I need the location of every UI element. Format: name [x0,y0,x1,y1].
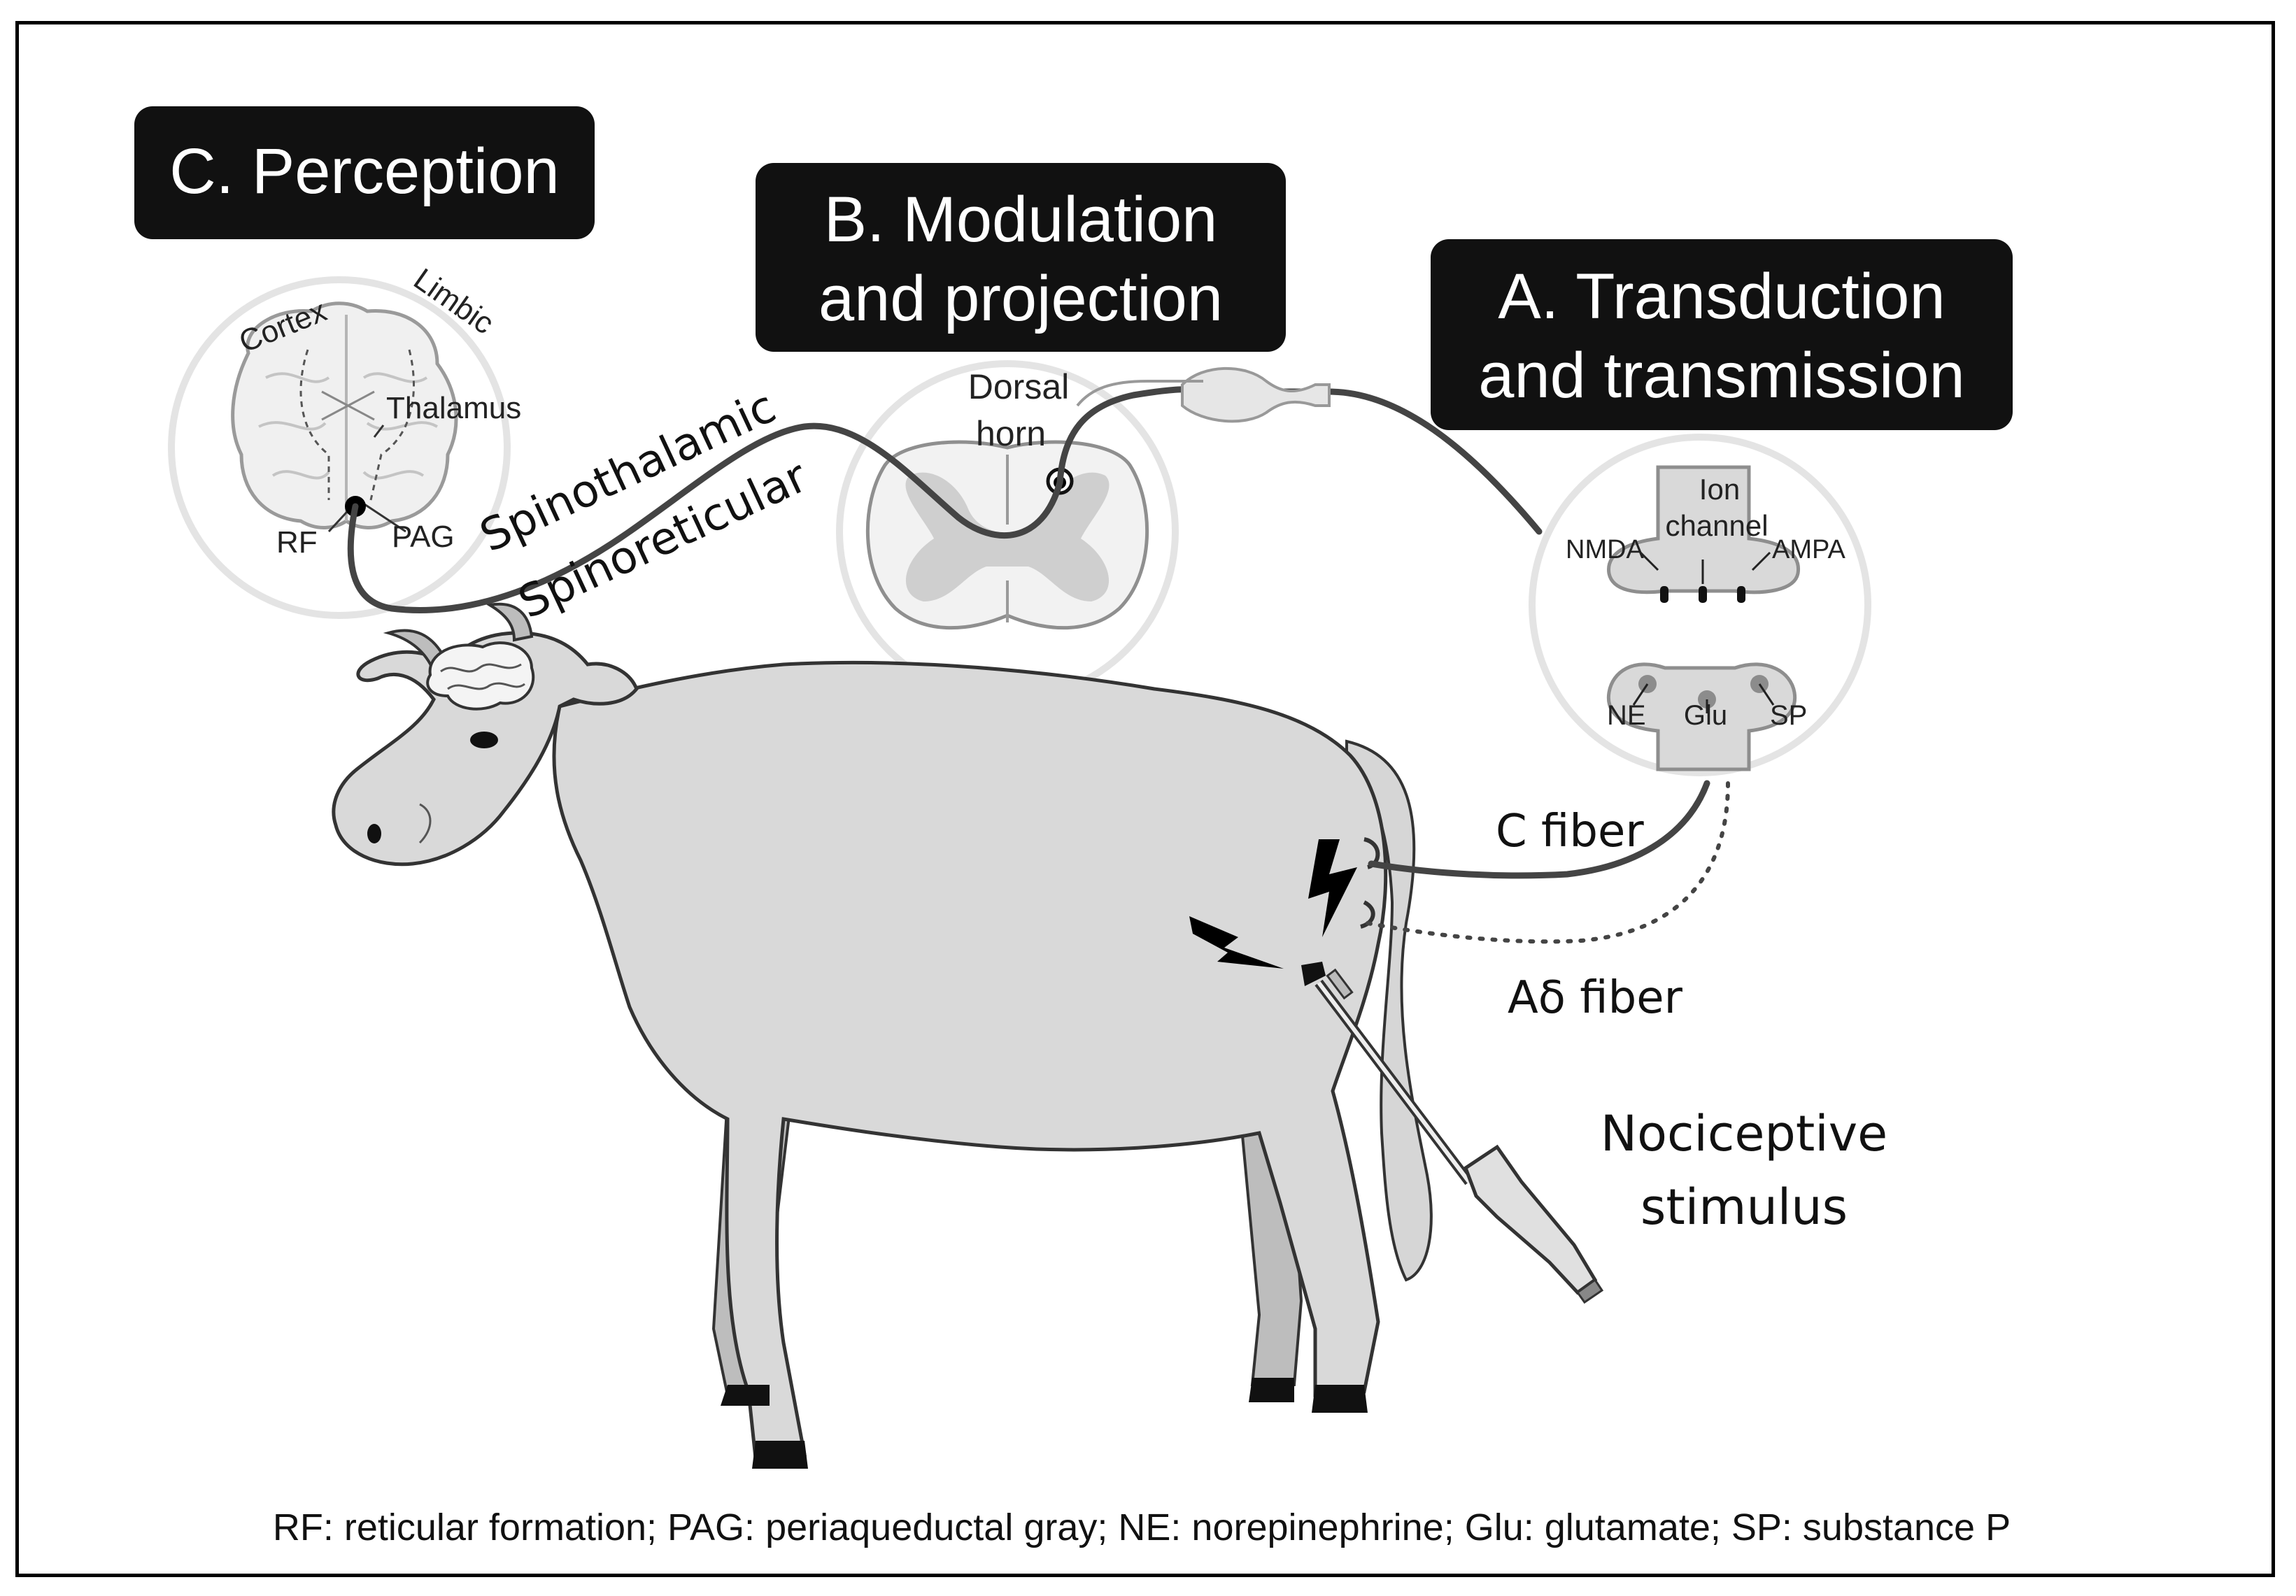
nerve-pathway [347,366,1730,944]
cow-eye [470,732,498,748]
ion-label: Ion [1699,473,1740,506]
section-modulation: B. Modulation and projection [756,163,1286,352]
stimulus-label-line2: stimulus [1640,1178,1848,1236]
sp-label: SP [1770,700,1807,731]
cow-illustration [332,602,1433,1469]
dorsal-root-ganglion [1181,366,1331,423]
lightning-bolt-icon [1189,916,1284,969]
cattle-prod-icon [1301,962,1326,986]
thalamus-label: Thalamus [386,391,521,425]
perception-title: C. Perception [169,136,559,207]
cow-tail [1345,739,1433,1282]
dorsal-label: Dorsal [968,367,1069,406]
ne-label: NE [1607,700,1646,731]
nmda-label: NMDA [1566,535,1645,564]
lightning-bolt-icon [1308,839,1357,937]
spinothalamic-tract-line [347,422,1063,613]
channel-label: channel [1665,509,1768,542]
nmda-receptor [1737,586,1745,603]
transduction-title-line2: and transmission [1478,340,1964,411]
stimulus-label-line1: Nociceptive [1601,1105,1888,1162]
ampa-receptor [1660,586,1668,603]
transduction-title-line1: A. Transduction [1498,261,1945,332]
spinal-cord-panel: Dorsal horn [836,360,1179,703]
nociceptive-stimulus-group [1189,837,1604,1304]
section-transduction: A. Transduction and transmission [1431,239,2013,430]
modulation-title-line2: and projection [819,263,1223,334]
presynaptic-terminal [1606,662,1797,771]
hoof [752,1441,808,1469]
hoof [1312,1385,1368,1413]
section-perception: C. Perception [134,106,595,239]
brain-panel: Cortex Limbic Thalamus RF PAG [168,262,521,619]
rf-label: RF [276,525,318,560]
a-delta-fiber-line [1366,781,1730,944]
c-fiber-label: C fiber [1496,806,1644,857]
synapse-panel: Ion channel NMDA AMPA NE Glu SP [1529,434,1871,776]
hoof [721,1385,770,1406]
hoof [1249,1378,1294,1402]
glu-label: Glu [1684,700,1727,731]
ion-channel-receptor [1699,586,1707,603]
cow-body [552,660,1388,1460]
pag-label: PAG [392,520,455,554]
abbreviation-footnote: RF: reticular formation; PAG: periaquedu… [273,1506,2011,1548]
horn-label: horn [976,414,1046,453]
modulation-title-line1: B. Modulation [824,184,1218,255]
cow-head [332,631,639,867]
c-fiber-line [1368,780,1710,879]
cow-nostril [367,824,381,843]
a-delta-nociceptor-ending [1360,900,1375,929]
a-delta-fiber-label: Aδ fiber [1508,972,1683,1024]
ampa-label: AMPA [1772,535,1846,564]
cow-brain-icon [426,641,535,711]
postsynaptic-terminal [1607,465,1801,594]
